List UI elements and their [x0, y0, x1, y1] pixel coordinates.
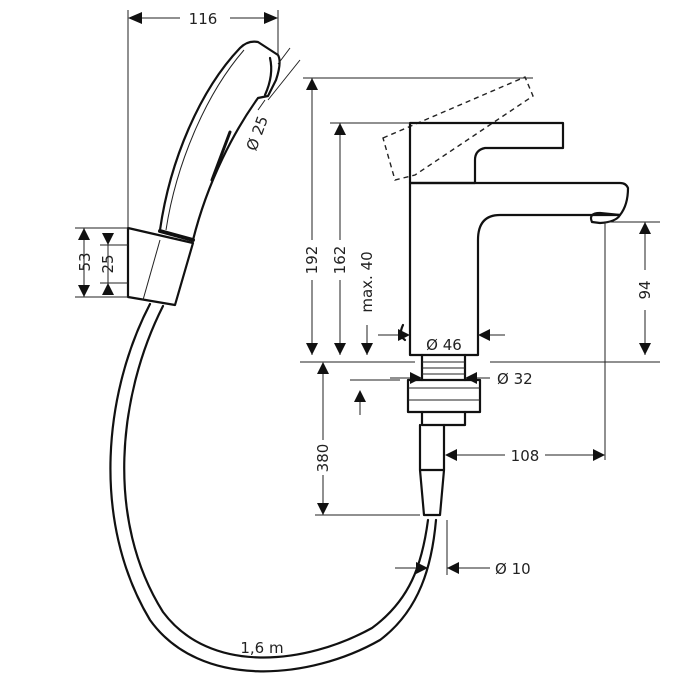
dim-shower-head-diameter: Ø 25 [243, 113, 272, 153]
dim-25: 25 [99, 254, 117, 273]
faucet [382, 76, 630, 517]
dim-53: 53 [76, 252, 94, 271]
dim-body-diameter: Ø 46 [426, 336, 462, 354]
hand-shower [158, 40, 281, 242]
dimension-lines [75, 10, 660, 575]
dim-thread-diameter: Ø 32 [497, 370, 533, 388]
dim-162: 162 [331, 246, 349, 275]
dim-380: 380 [314, 444, 332, 473]
dim-hose-length: 1,6 m [240, 639, 283, 657]
dim-108: 108 [511, 447, 540, 465]
dim-116: 116 [189, 10, 218, 28]
shower-holder [126, 226, 195, 307]
dim-hose-diameter: Ø 10 [495, 560, 531, 578]
dim-94: 94 [636, 280, 654, 299]
dim-192: 192 [303, 246, 321, 275]
dim-max-40: max. 40 [358, 251, 376, 312]
hose [109, 302, 438, 673]
